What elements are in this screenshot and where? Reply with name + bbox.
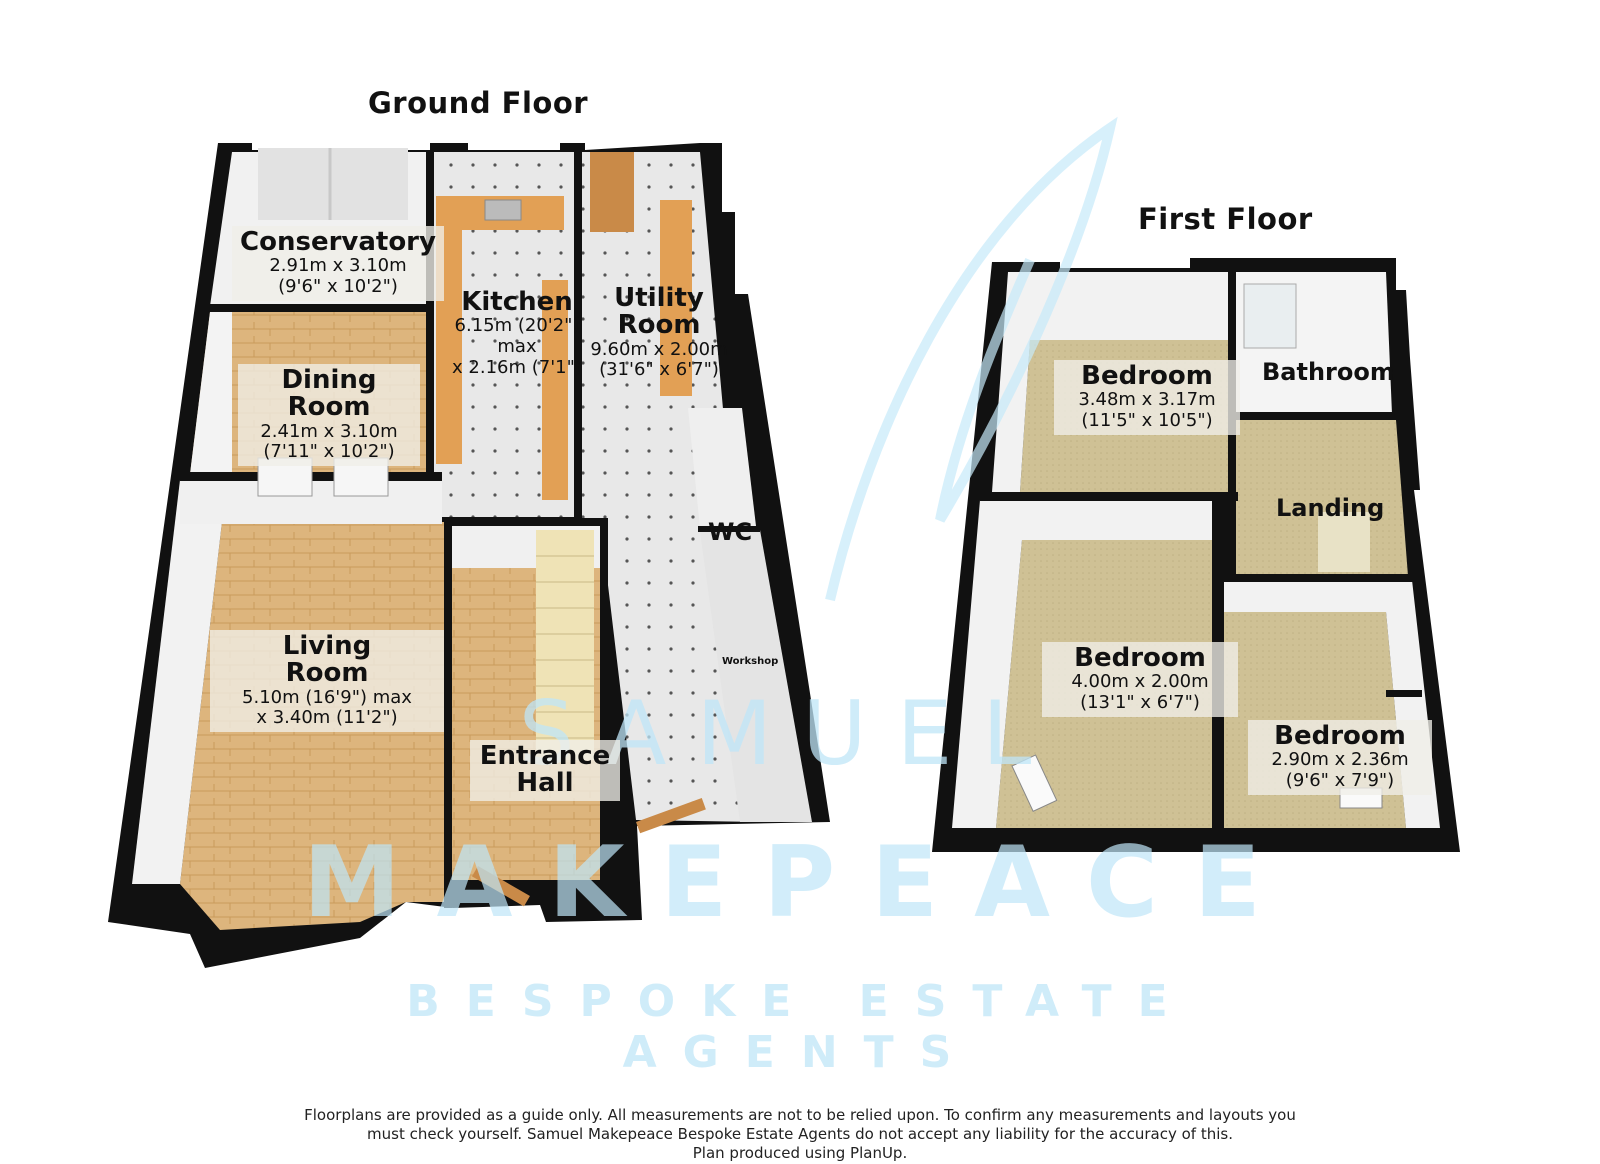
workshop-label: Workshop [722, 656, 779, 667]
dining-room-label: Dining Room 2.41m x 3.10m (7'11" x 10'2"… [238, 364, 420, 466]
wall-wc-bottom [698, 526, 760, 532]
utility-door [590, 152, 634, 232]
kitchen-label: Kitchen 6.15m (20'2") max x 2.16m (7'1") [426, 286, 608, 381]
kitchen-dim-imperial: x 2.16m (7'1") [452, 356, 582, 378]
utility-dim-metric: 9.60m x 2.00m [590, 338, 728, 360]
utility-dim-imperial: (31'6" x 6'7") [599, 359, 719, 381]
wall-hall-right [600, 518, 608, 910]
wall-hall-left [444, 520, 452, 908]
hall-name-line2: Hall [516, 768, 574, 799]
first-floor-title: First Floor [1138, 202, 1313, 236]
living-dim-imperial: x 3.40m (11'2") [256, 707, 398, 729]
disclaimer: Floorplans are provided as a guide only.… [0, 1106, 1600, 1163]
bedroom1-dim-metric: 3.48m x 3.17m [1078, 389, 1216, 411]
kitchen-sink [484, 199, 522, 221]
kitchen-name: Kitchen [461, 287, 573, 317]
conservatory-dim-imperial: (9'6" x 10'2") [278, 275, 398, 297]
bedroom2-label: Bedroom 4.00m x 2.00m (13'1" x 6'7") [1042, 642, 1238, 717]
dining-dim-metric: 2.41m x 3.10m [260, 420, 398, 442]
disclaimer-line-2: must check yourself. Samuel Makepeace Be… [367, 1125, 1233, 1143]
kitchen-dim-metric: 6.15m (20'2") max [454, 315, 580, 357]
landing-stairs [1318, 512, 1370, 572]
watermark-monogram [825, 116, 1118, 602]
wc-floor [688, 408, 756, 528]
bedroom3-dim-imperial: (9'6" x 7'9") [1285, 769, 1395, 791]
entrance-hall-label: Entrance Hall [470, 740, 620, 801]
kitchen-worktop-right [542, 280, 568, 500]
landing-label: Landing [1276, 494, 1385, 522]
bedroom3-wall-shade [1224, 580, 1440, 828]
bedroom1-name: Bedroom [1081, 361, 1213, 391]
bedroom2-dim-imperial: (13'1" x 6'7") [1080, 691, 1200, 713]
shower [1243, 283, 1297, 349]
wall-bed3-cupboard [1386, 690, 1422, 697]
bedroom2-wall-shade [952, 500, 1212, 828]
wc-label: WC [708, 518, 753, 546]
utility-room-floor [578, 152, 760, 822]
bed2-door [1011, 754, 1058, 812]
front-door [472, 866, 530, 907]
utility-worktop [660, 200, 692, 396]
utility-name-line2: Room [617, 310, 701, 341]
wall-bed1-bed2 [980, 492, 1238, 501]
hall-name-line1: Entrance [479, 741, 611, 771]
conservatory-window [258, 148, 408, 220]
disclaimer-line-3: Plan produced using PlanUp. [692, 1144, 908, 1162]
side-door [636, 798, 706, 834]
bedroom2-dim-metric: 4.00m x 2.00m [1071, 671, 1209, 693]
bedroom1-wall-shade [992, 272, 1228, 492]
dining-wall-shade [190, 312, 232, 474]
bedroom1-dim-imperial: (11'5" x 10'5") [1081, 409, 1213, 431]
bedroom3-dim-metric: 2.90m x 2.36m [1271, 749, 1409, 771]
bedroom2-name: Bedroom [1074, 643, 1206, 673]
ground-floor-plan [108, 143, 830, 968]
bedroom1-label: Bedroom 3.48m x 3.17m (11'5" x 10'5") [1054, 360, 1240, 435]
wall-landing-bed3 [1220, 574, 1414, 582]
living-wall-shade [132, 480, 222, 884]
living-room-label: Living Room 5.10m (16'9") max x 3.40m (1… [210, 630, 444, 732]
conservatory-name: Conservatory [240, 227, 436, 257]
bedroom3-name: Bedroom [1274, 721, 1406, 751]
wall-bath-landing [1236, 412, 1396, 419]
utility-name-line1: Utility [614, 283, 704, 313]
living-dim-metric: 5.10m (16'9") max [242, 686, 412, 708]
wall-hall-top [444, 518, 604, 526]
wall-conservatory-dining [210, 304, 428, 312]
dining-name-line2: Room [287, 392, 371, 423]
dining-dim-imperial: (7'11" x 10'2") [263, 441, 395, 463]
dining-name-line1: Dining [281, 365, 377, 395]
ground-floor-title: Ground Floor [368, 86, 589, 120]
bedroom3-label: Bedroom 2.90m x 2.36m (9'6" x 7'9") [1248, 720, 1432, 795]
conservatory-dim-metric: 2.91m x 3.10m [269, 255, 407, 277]
living-name-line2: Room [285, 658, 369, 689]
wall-kitchen-left [426, 150, 434, 472]
living-name-line1: Living [282, 631, 372, 661]
conservatory-label: Conservatory 2.91m x 3.10m (9'6" x 10'2"… [232, 226, 444, 301]
staircase [536, 530, 594, 760]
workshop-floor [700, 530, 812, 822]
utility-room-label: Utility Room 9.60m x 2.00m (31'6" x 6'7"… [576, 282, 742, 384]
wall-kitchen-utility [574, 150, 582, 520]
disclaimer-line-1: Floorplans are provided as a guide only.… [304, 1106, 1296, 1124]
bathroom-label: Bathroom [1262, 358, 1395, 386]
